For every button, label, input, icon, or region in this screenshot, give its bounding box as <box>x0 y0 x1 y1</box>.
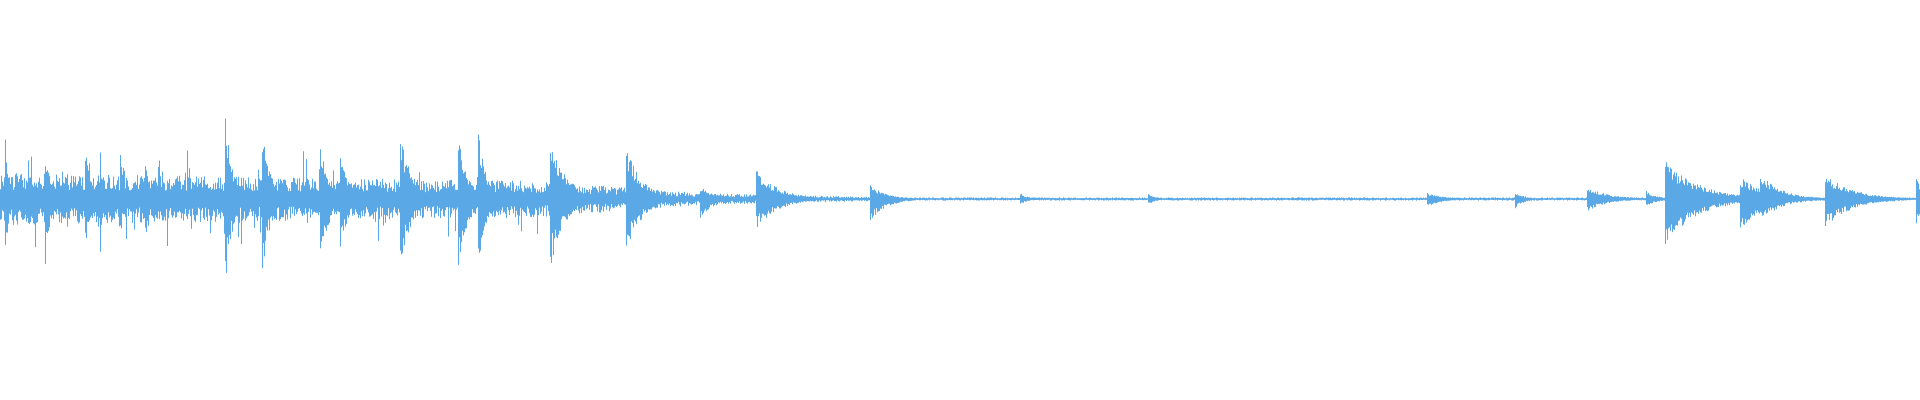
waveform-samples <box>0 118 1920 273</box>
waveform-path <box>0 118 1920 273</box>
